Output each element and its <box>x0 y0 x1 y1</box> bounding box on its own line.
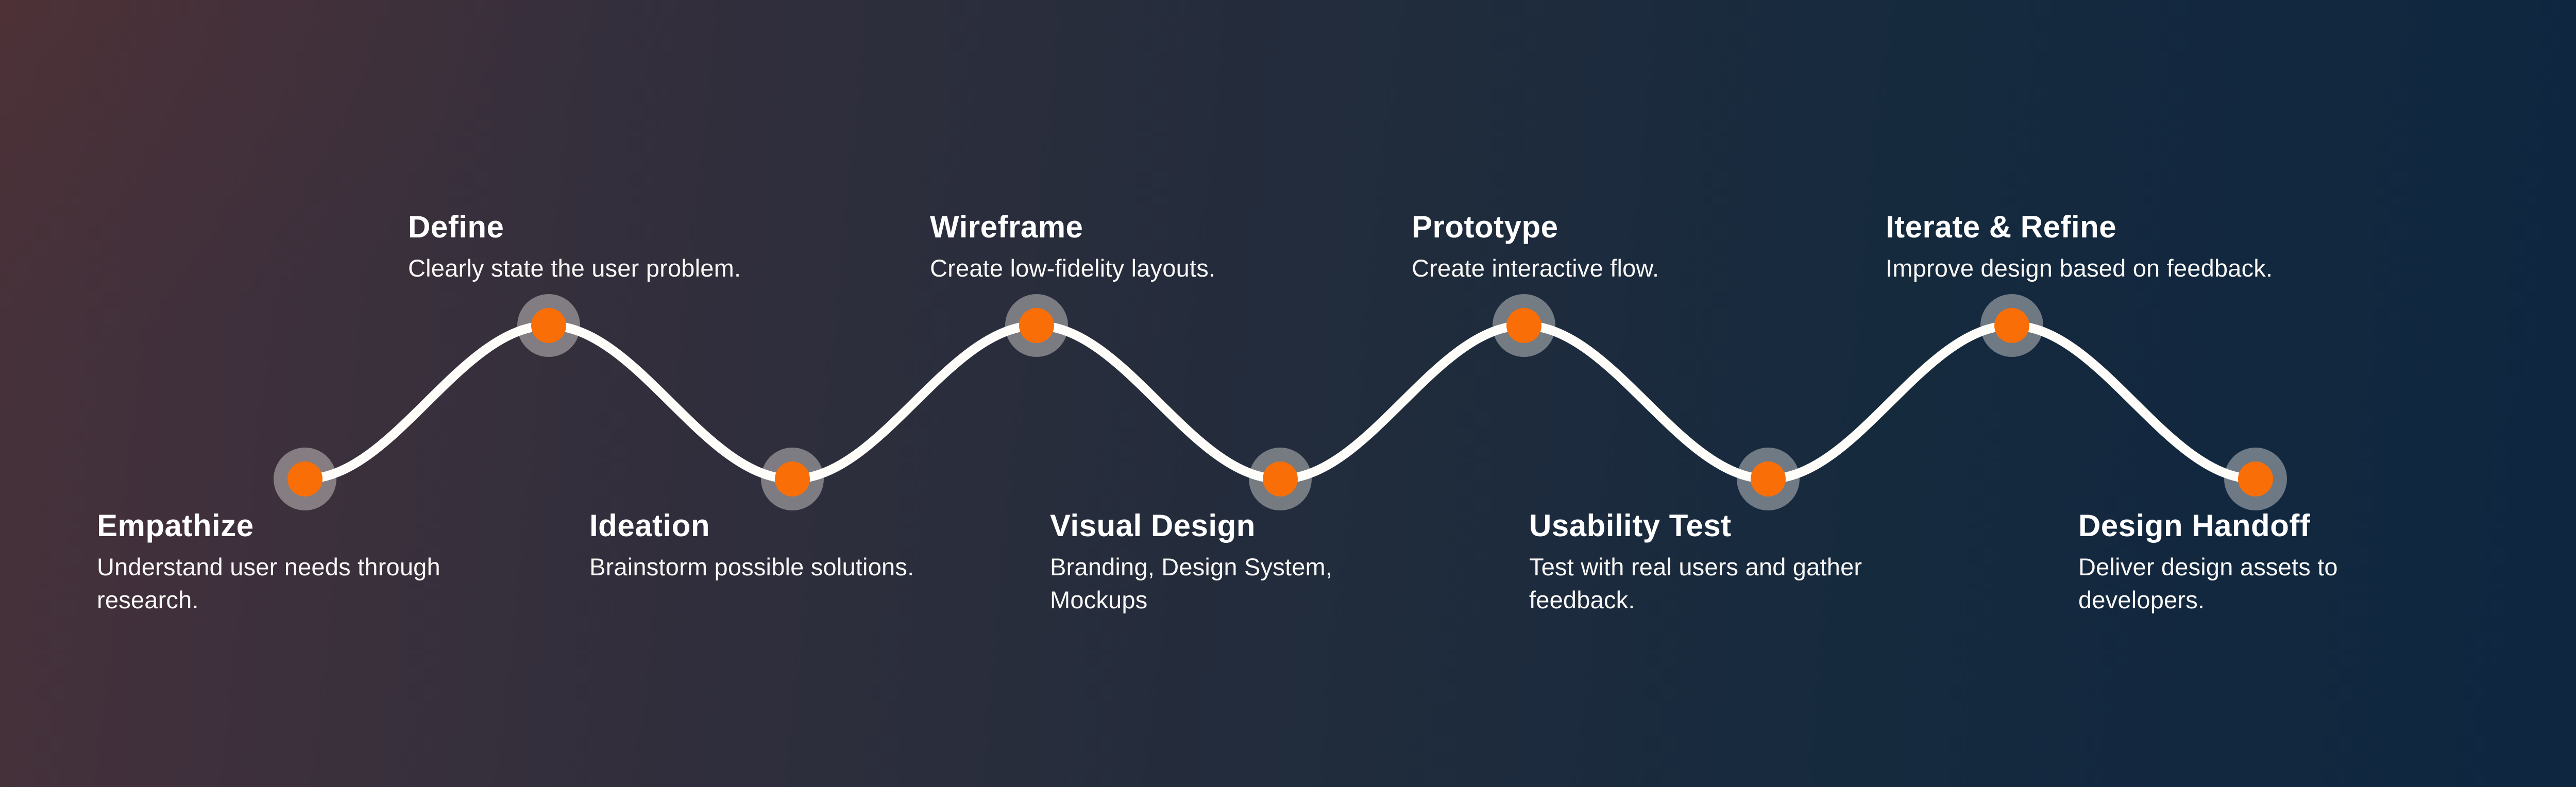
step-title: Define <box>408 210 504 244</box>
step-description: Understand user needs through research. <box>97 553 440 613</box>
step-title: Ideation <box>589 508 710 543</box>
node-dot <box>1751 461 1786 497</box>
step-description: Brainstorm possible solutions. <box>589 553 914 580</box>
timeline-step-visual-design: Visual Design Branding, Design System, M… <box>1050 508 1380 617</box>
step-title: Empathize <box>97 508 254 543</box>
step-title: Wireframe <box>930 210 1083 244</box>
timeline-step-wireframe: Wireframe Create low-fidelity layouts. <box>930 209 1497 285</box>
step-description: Deliver design assets to developers. <box>2078 553 2338 613</box>
step-title: Design Handoff <box>2078 508 2311 543</box>
timeline-step-prototype: Prototype Create interactive flow. <box>1412 209 1978 285</box>
step-description: Clearly state the user problem. <box>408 254 741 282</box>
step-description: Create interactive flow. <box>1412 254 1659 282</box>
node-dots <box>287 308 2273 497</box>
step-title: Usability Test <box>1529 508 1732 543</box>
step-title: Visual Design <box>1050 508 1256 543</box>
node-dot <box>1263 461 1298 497</box>
timeline-step-iterate-refine: Iterate & Refine Improve design based on… <box>1886 209 2504 285</box>
node-dot <box>1506 308 1541 343</box>
step-title: Iterate & Refine <box>1886 210 2117 244</box>
node-dot <box>531 308 566 343</box>
step-description: Test with real users and gather feedback… <box>1529 553 1862 613</box>
node-dot <box>775 461 810 497</box>
node-dot <box>1994 308 2029 343</box>
step-title: Prototype <box>1412 210 1558 244</box>
node-dot <box>1019 308 1054 343</box>
timeline-step-empathize: Empathize Understand user needs through … <box>97 508 488 617</box>
node-dot <box>2238 461 2273 497</box>
timeline-step-usability-test: Usability Test Test with real users and … <box>1529 508 1910 617</box>
timeline-step-ideation: Ideation Brainstorm possible solutions. <box>589 508 1156 584</box>
step-description: Improve design based on feedback. <box>1886 254 2273 282</box>
node-dot <box>287 461 323 497</box>
step-description: Branding, Design System, Mockups <box>1050 553 1333 613</box>
step-description: Create low-fidelity layouts. <box>930 254 1216 282</box>
timeline-step-define: Define Clearly state the user problem. <box>408 209 975 285</box>
timeline-step-design-handoff: Design Handoff Deliver design assets to … <box>2078 508 2387 617</box>
